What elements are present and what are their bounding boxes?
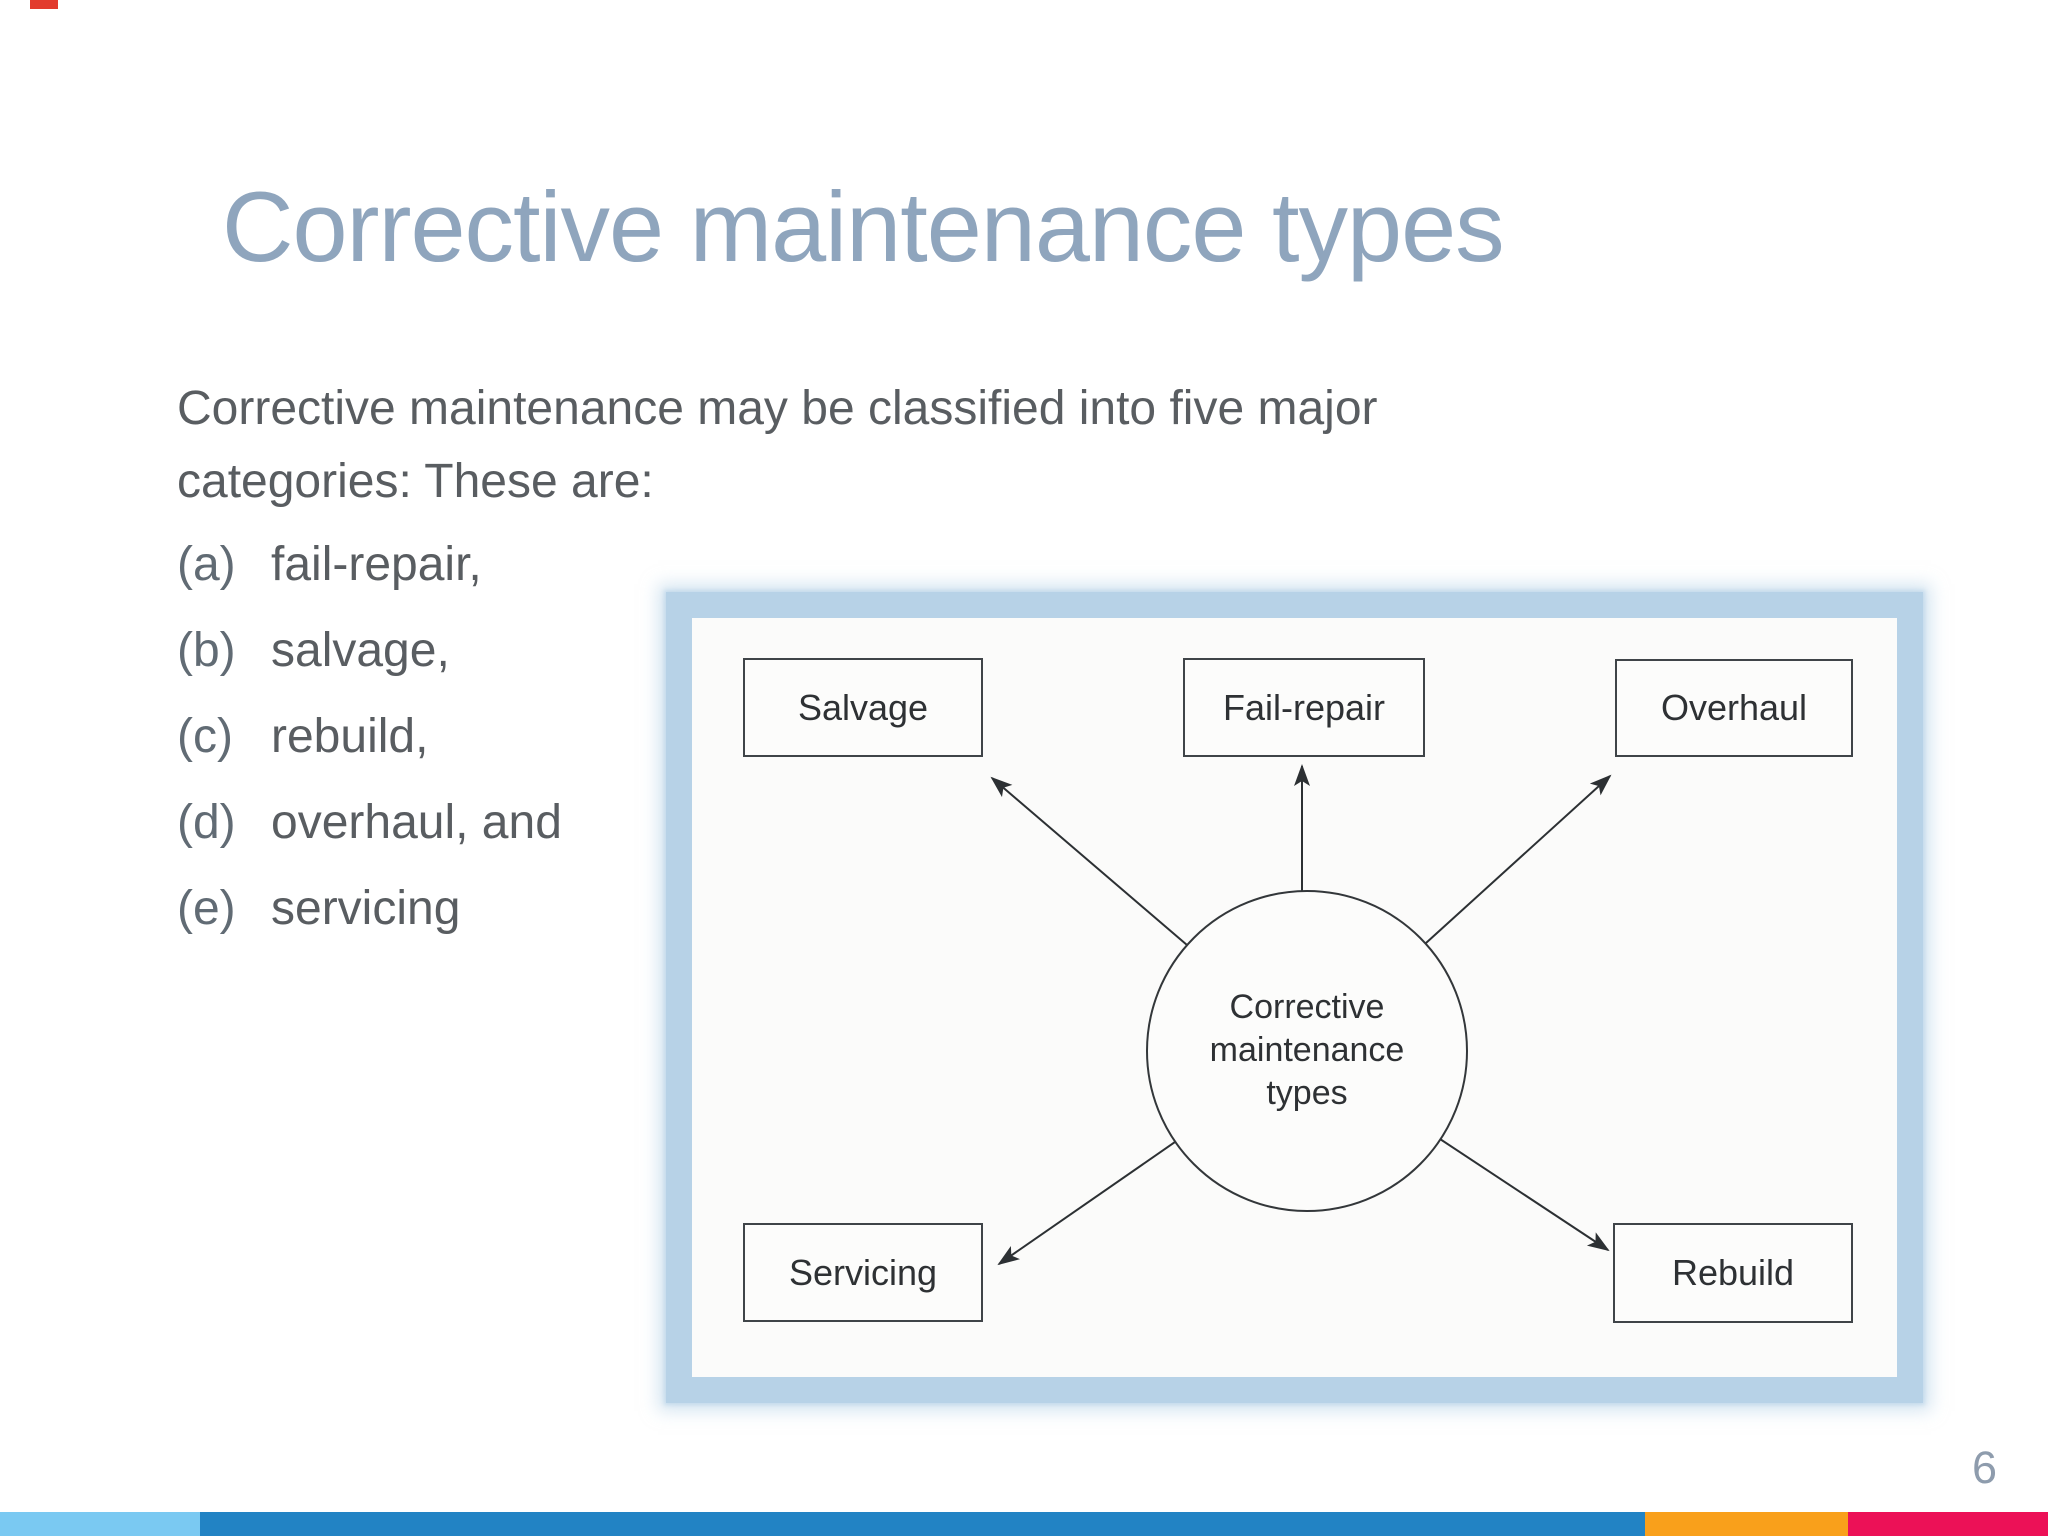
diagram-canvas: Salvage Fail-repair Overhaul Servicing R…	[692, 618, 1897, 1377]
list-item-a: (a) fail-repair,	[177, 522, 562, 608]
corrective-maintenance-diagram: Salvage Fail-repair Overhaul Servicing R…	[666, 592, 1923, 1403]
footer-accent-bar	[0, 1512, 2048, 1536]
intro-line-1: Corrective maintenance may be classified…	[177, 382, 1378, 435]
list-marker: (c)	[177, 710, 233, 763]
footer-bar-segment-blue	[200, 1512, 1645, 1536]
list-item-label: overhaul, and	[271, 796, 562, 849]
node-fail-repair: Fail-repair	[1183, 658, 1425, 757]
intro-line-2: categories: These are:	[177, 455, 654, 508]
arrow-to-salvage	[990, 776, 1188, 946]
list-item-label: fail-repair,	[271, 538, 482, 591]
footer-bar-segment-light-blue	[0, 1512, 200, 1536]
list-marker: (a)	[177, 538, 236, 591]
category-list: (a)fail-repair, (b)salvage, (c)rebuild, …	[177, 522, 562, 952]
list-item-b: (b) salvage,	[177, 608, 562, 694]
intro-paragraph: Corrective maintenance may be classified…	[177, 372, 1378, 518]
footer-bar-segment-red	[1848, 1512, 2048, 1536]
list-marker: (e)	[177, 882, 236, 935]
arrow-to-overhaul	[1425, 774, 1612, 944]
top-left-red-mark	[30, 0, 58, 9]
node-overhaul: Overhaul	[1615, 659, 1853, 757]
footer-bar-segment-orange	[1645, 1512, 1848, 1536]
node-salvage: Salvage	[743, 658, 983, 757]
diagram-arrows-and-circle	[990, 764, 1612, 1266]
arrow-to-servicing	[997, 1141, 1176, 1266]
slide-title: Corrective maintenance types	[222, 171, 1505, 282]
center-circle	[1146, 890, 1468, 1212]
center-circle-label: Corrective maintenance types	[1209, 988, 1405, 1112]
list-item-e: (e) servicing	[177, 866, 562, 952]
node-rebuild: Rebuild	[1613, 1223, 1853, 1323]
list-item-label: rebuild,	[271, 710, 429, 763]
list-item-label: servicing	[271, 882, 461, 935]
list-item-d: (d) overhaul, and	[177, 780, 562, 866]
arrow-to-rebuild	[1439, 1138, 1610, 1252]
list-item-c: (c) rebuild,	[177, 694, 562, 780]
list-marker: (b)	[177, 624, 236, 677]
list-marker: (d)	[177, 796, 236, 849]
list-item-label: salvage,	[271, 624, 450, 677]
node-servicing: Servicing	[743, 1223, 983, 1322]
page-number: 6	[1972, 1442, 1998, 1493]
